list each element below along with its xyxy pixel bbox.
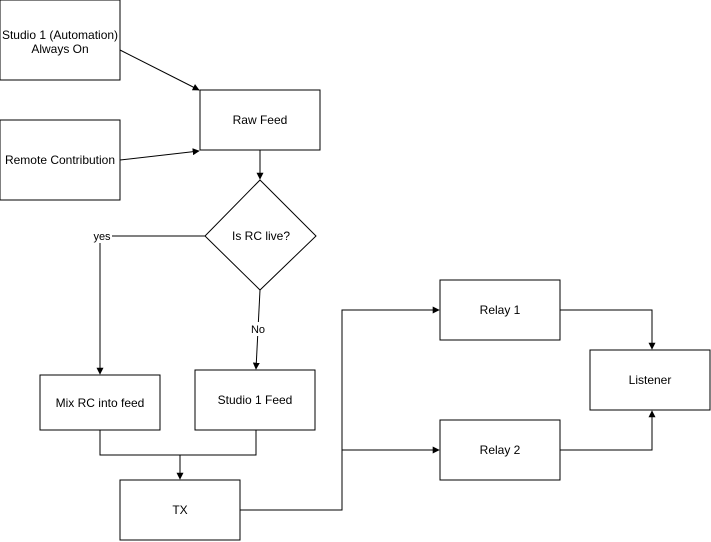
node-mix-box[interactable] xyxy=(39,374,161,431)
edge-relay2-to-listener xyxy=(560,410,656,451)
edge-tx-to-relay1 xyxy=(240,306,440,511)
node-remote-box[interactable] xyxy=(0,119,121,201)
node-raw-feed-box[interactable] xyxy=(199,89,321,151)
edge-label-yes-bg xyxy=(92,229,112,243)
node-listener-label: Listener xyxy=(629,373,672,387)
node-relay2-box[interactable] xyxy=(439,419,561,481)
node-tx-box[interactable] xyxy=(119,479,241,541)
node-studio1-box[interactable] xyxy=(0,0,121,81)
edges xyxy=(96,49,656,511)
edge-studio1-to-raw xyxy=(119,49,200,91)
node-mix-label: Mix RC into feed xyxy=(56,396,145,410)
node-decision-label: Is RC live? xyxy=(232,229,290,243)
edge-label-no-bg xyxy=(249,322,267,336)
node-studio-feed-label: Studio 1 Feed xyxy=(218,393,293,407)
node-studio1-label-line1: Studio 1 (Automation) xyxy=(2,28,118,42)
edge-decision-yes-to-mix xyxy=(96,235,205,375)
node-raw-feed-label: Raw Feed xyxy=(233,113,288,127)
node-studio1-label-line2: Always On xyxy=(31,42,88,56)
node-decision-diamond[interactable] xyxy=(204,179,317,291)
edge-relay1-to-listener xyxy=(560,309,656,350)
edge-remote-to-raw xyxy=(119,148,200,161)
node-tx-label: TX xyxy=(172,503,187,517)
edge-studio-feed-to-tx xyxy=(180,430,257,456)
edge-label-no: No xyxy=(251,324,265,336)
node-listener-box[interactable] xyxy=(589,349,711,411)
edge-label-yes: yes xyxy=(93,231,111,243)
node-remote-label: Remote Contribution xyxy=(5,153,115,167)
node-relay2-label: Relay 2 xyxy=(480,443,521,457)
edge-mix-to-tx xyxy=(99,430,184,480)
node-studio-feed-box[interactable] xyxy=(194,369,316,431)
node-relay1-label: Relay 1 xyxy=(480,303,521,317)
node-relay1-box[interactable] xyxy=(439,279,561,341)
